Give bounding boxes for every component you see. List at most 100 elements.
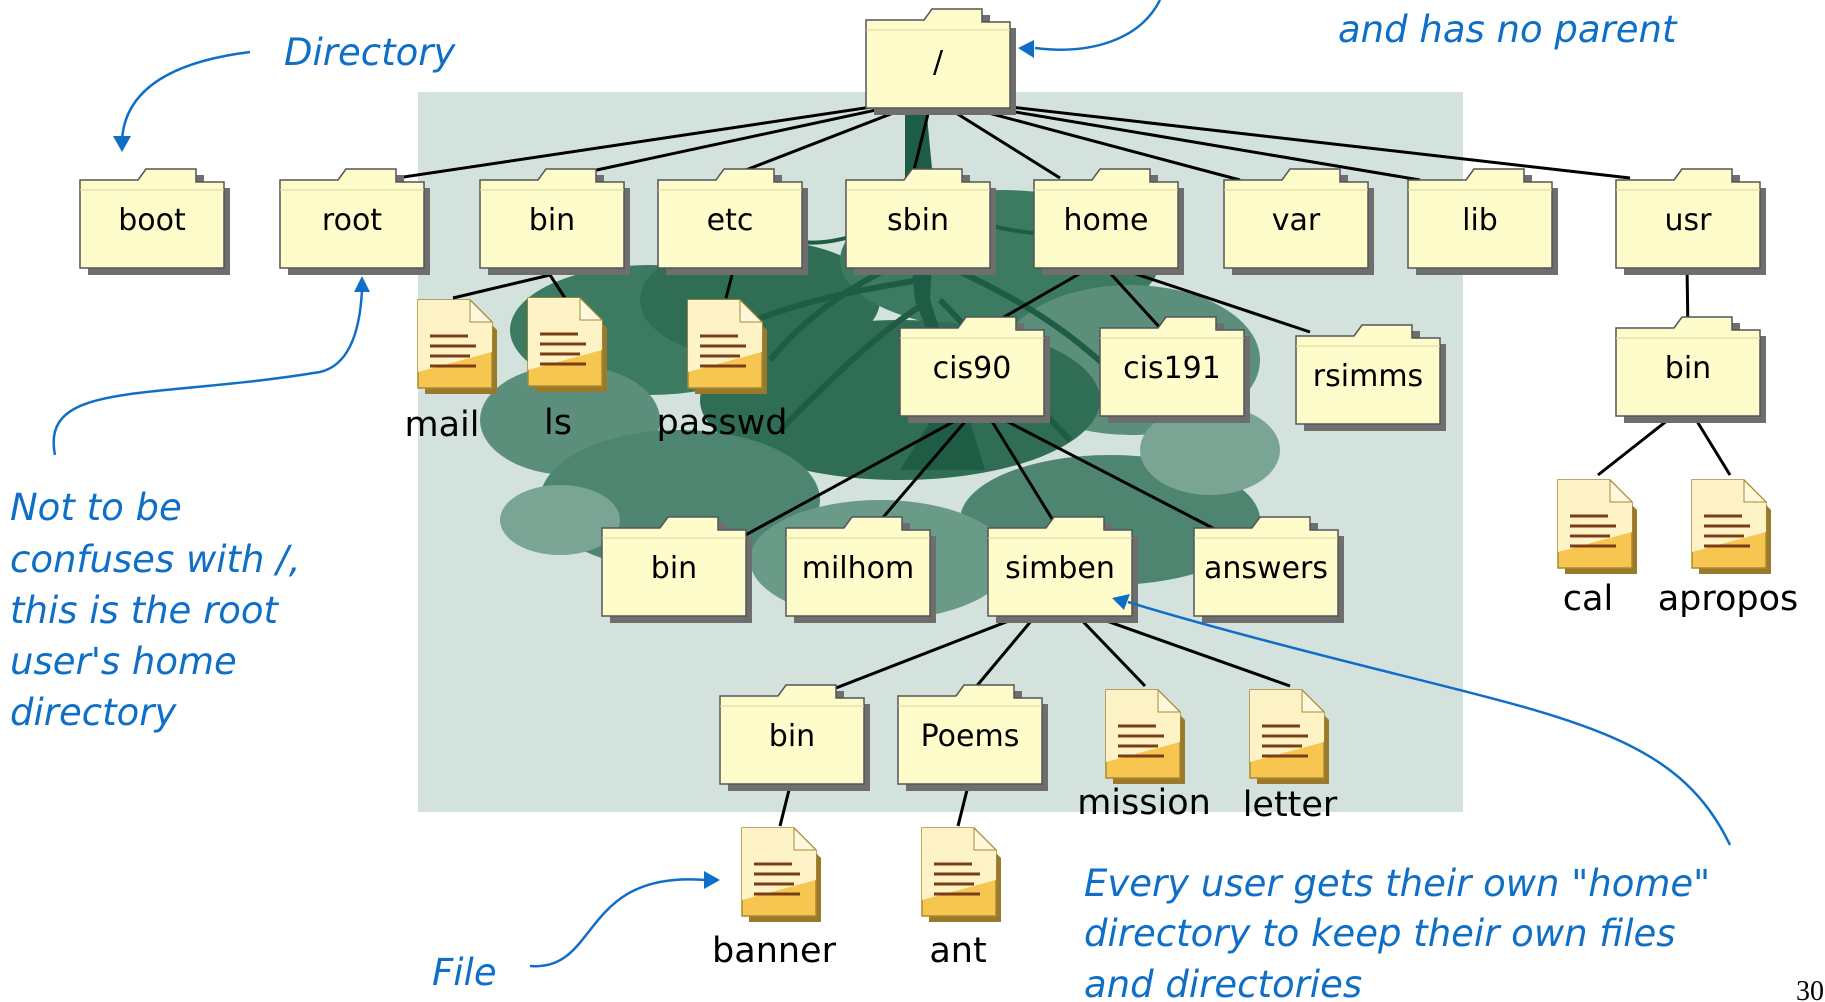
folder-label: bin: [651, 551, 697, 586]
file-mission[interactable]: mission: [1077, 688, 1211, 823]
folder-label: usr: [1665, 203, 1713, 238]
annotation-directory: Directory: [284, 31, 456, 74]
file-banner[interactable]: banner: [712, 826, 837, 971]
annotation-home-note: Every user gets their own "home" directo…: [1084, 862, 1710, 1002]
file-letter[interactable]: letter: [1243, 688, 1338, 825]
arrow-home-note: [1127, 600, 1732, 846]
file-icon: [1248, 688, 1331, 786]
file-icon: [1556, 478, 1639, 576]
file-label: letter: [1243, 785, 1338, 825]
connector: [866, 409, 977, 536]
file-icon: [740, 826, 823, 924]
connector: [983, 409, 1064, 536]
file-label: ls: [544, 403, 572, 443]
file-label: cal: [1563, 579, 1613, 619]
connector: [984, 408, 1233, 540]
folder-etc[interactable]: etc: [657, 168, 809, 276]
folder-usr[interactable]: usr: [1615, 168, 1767, 276]
folder-simben[interactable]: simben: [987, 516, 1139, 624]
arrowhead: [704, 871, 720, 889]
file-icon: [416, 298, 499, 396]
folder-root-dir[interactable]: /: [865, 8, 1017, 116]
folder-label: bin: [1665, 351, 1711, 386]
connector: [724, 274, 734, 299]
folder-label: lib: [1462, 203, 1498, 238]
connector: [804, 606, 1043, 702]
folder-label: rsimms: [1313, 359, 1423, 394]
annotation-line: confuses with /,: [10, 538, 300, 581]
file-label: ant: [929, 931, 986, 971]
folder-milhom[interactable]: milhom: [785, 516, 937, 624]
file-icon: [1690, 478, 1773, 576]
folder-label: bin: [529, 203, 575, 238]
connector: [452, 273, 551, 300]
file-passwd[interactable]: passwd: [657, 298, 788, 443]
arrowheads: [113, 40, 1130, 889]
annotation-no-parent: and has no parent: [1338, 8, 1678, 51]
annotation-line: Every user gets their own "home": [1084, 862, 1710, 905]
folder-cis191[interactable]: cis191: [1099, 316, 1251, 424]
arrowhead: [113, 136, 131, 152]
file-label: mail: [405, 405, 480, 445]
folder-label: sbin: [887, 203, 949, 238]
folder-poems[interactable]: Poems: [897, 684, 1049, 792]
folder-label: bin: [769, 719, 815, 754]
connector: [549, 96, 933, 182]
folder-sbin[interactable]: sbin: [845, 168, 997, 276]
folder-cis90-bin[interactable]: bin: [601, 516, 753, 624]
connector: [739, 408, 976, 540]
annotation-line: directory: [10, 691, 177, 734]
arrowhead: [1112, 594, 1130, 610]
folder-bin[interactable]: bin: [479, 168, 631, 276]
annotation-line: Not to be: [10, 486, 182, 529]
connector: [349, 96, 933, 187]
folder-cis90[interactable]: cis90: [899, 316, 1051, 424]
folder-label: etc: [707, 203, 754, 238]
folder-var[interactable]: var: [1223, 168, 1375, 276]
file-apropos[interactable]: apropos: [1658, 478, 1799, 619]
folder-lib[interactable]: lib: [1407, 168, 1559, 276]
file-ant[interactable]: ant: [920, 826, 1003, 971]
arrow-directory: [120, 50, 251, 141]
folder-rsimms[interactable]: rsimms: [1295, 324, 1447, 432]
folder-label: cis90: [933, 351, 1012, 386]
arrow-root-home: [52, 289, 364, 456]
folder-label: /: [933, 45, 944, 80]
annotation-arrows: [52, 0, 1732, 968]
annotation-line: this is the root: [10, 589, 280, 632]
file-label: banner: [712, 931, 837, 971]
file-label: passwd: [657, 403, 788, 443]
folder-label: home: [1063, 203, 1148, 238]
folder-label: Poems: [921, 719, 1020, 754]
annotation-file: File: [432, 951, 497, 994]
slide-number: 30: [1796, 976, 1824, 1002]
arrowhead: [354, 276, 370, 292]
folder-label: root: [322, 203, 382, 238]
file-cal[interactable]: cal: [1556, 478, 1639, 619]
folder-boot[interactable]: boot: [79, 168, 231, 276]
folder-usr-bin[interactable]: bin: [1615, 316, 1767, 424]
file-icon: [526, 296, 609, 394]
arrow-file: [529, 878, 706, 968]
folder-label: answers: [1204, 551, 1328, 586]
annotation-line: directory to keep their own files: [1084, 912, 1676, 955]
annotation-line: and directories: [1084, 963, 1362, 1002]
folder-simben-bin[interactable]: bin: [719, 684, 871, 792]
folder-label: simben: [1005, 551, 1115, 586]
connector: [931, 96, 1631, 180]
folder-label: boot: [118, 203, 186, 238]
file-mail[interactable]: mail: [405, 298, 499, 445]
file-ls[interactable]: ls: [526, 296, 609, 443]
annotation-root-note: Not to be confuses with /, this is the r…: [10, 486, 300, 734]
file-icon: [686, 298, 769, 396]
connector: [548, 274, 567, 299]
folder-label: cis191: [1123, 351, 1221, 386]
folder-label: var: [1272, 203, 1321, 238]
folder-answers[interactable]: answers: [1193, 516, 1345, 624]
folder-root[interactable]: root: [279, 168, 431, 276]
file-icon: [1104, 688, 1187, 786]
folder-label: milhom: [802, 551, 915, 586]
file-label: mission: [1077, 783, 1211, 823]
folder-home[interactable]: home: [1033, 168, 1185, 276]
